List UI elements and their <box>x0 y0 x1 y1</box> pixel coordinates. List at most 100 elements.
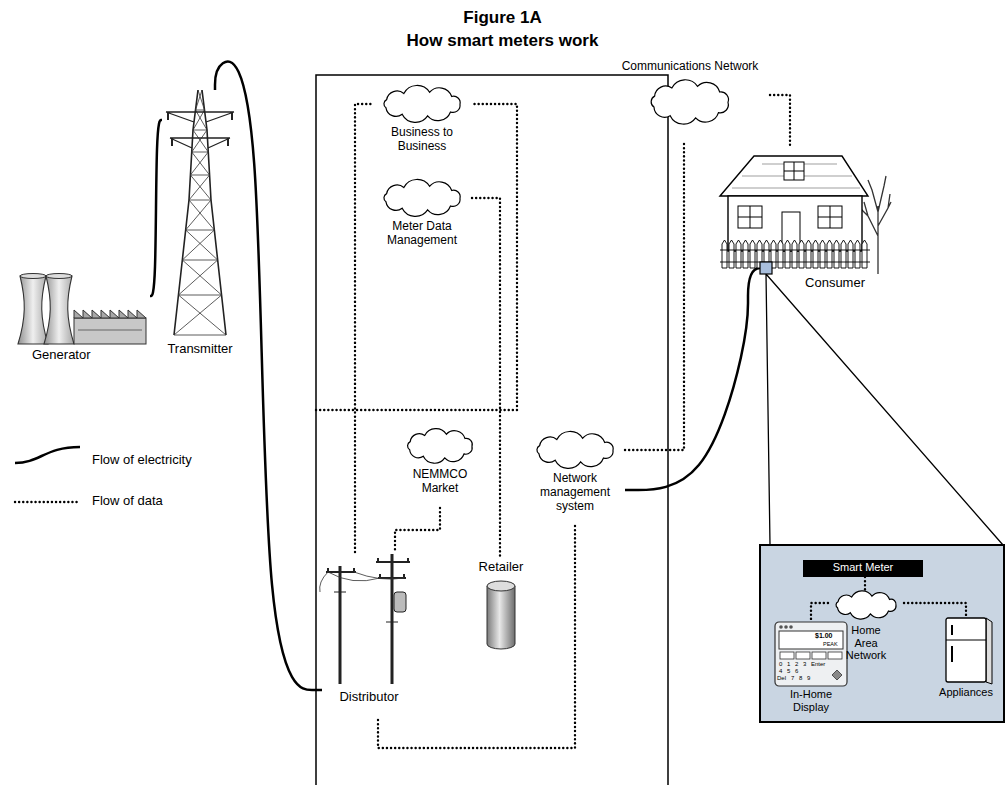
window-bars <box>784 162 804 180</box>
distributor-poles: Distributor <box>322 552 416 720</box>
display-text: Del <box>777 675 786 682</box>
illustration-group <box>384 179 460 216</box>
cloud-system: Network management system <box>525 432 625 524</box>
turbine-hall <box>74 318 146 344</box>
cloud-outline <box>836 591 896 619</box>
cloud-outline <box>651 80 728 124</box>
data-line <box>770 95 790 146</box>
cooling-tower-top <box>20 274 46 279</box>
window-strip <box>78 330 142 331</box>
display-key <box>812 652 826 659</box>
dormer-window <box>784 162 804 180</box>
figure-subtitle: How smart meters work <box>0 32 1005 51</box>
illustration-group <box>166 90 234 335</box>
sawtooth-roof <box>119 310 128 318</box>
meter-box <box>760 262 772 274</box>
fence-picket <box>806 240 811 268</box>
smart-meter-bar: Smart Meter <box>803 560 923 577</box>
data-line <box>395 508 440 552</box>
illustration-group <box>946 618 992 684</box>
fence-picket <box>813 240 818 268</box>
cloud-outline <box>537 431 613 468</box>
cooling-tower-top <box>46 274 72 279</box>
fence-picket <box>778 240 783 268</box>
illustration-group <box>775 622 847 686</box>
node-label: Retailer <box>465 560 537 575</box>
sawtooth-roof <box>83 310 92 318</box>
display-key <box>796 652 810 659</box>
display-text: 0 <box>779 661 782 668</box>
pole <box>340 554 392 684</box>
fence-picket <box>834 240 839 268</box>
node-label: Business to Business <box>382 126 462 154</box>
node-label: Home Area Network <box>841 624 891 662</box>
fence-picket <box>820 240 825 268</box>
display-text: 3 <box>803 661 806 668</box>
fence-picket <box>827 240 832 268</box>
electricity-wire <box>748 268 760 296</box>
node-illustration <box>692 146 892 296</box>
fridge-side <box>986 618 992 684</box>
display-text: Enter <box>811 661 825 668</box>
sawtooth-roof <box>137 310 146 318</box>
data-line <box>625 140 684 450</box>
sawtooth-roof <box>128 310 137 318</box>
display-led <box>779 625 783 629</box>
pole-step <box>334 592 398 622</box>
fence-picket <box>841 240 846 268</box>
node-label: NEMMCO Market <box>405 468 475 496</box>
cloud-outline <box>408 429 473 464</box>
cloud-outline <box>384 179 460 216</box>
node-label: Distributor <box>322 690 416 705</box>
cooling-tower <box>18 276 48 344</box>
retailer-database: Retailer <box>465 556 537 656</box>
cloud-outline <box>384 85 460 122</box>
tower-lattice <box>174 90 226 335</box>
data-wire <box>316 104 517 410</box>
fence-picket <box>736 240 741 268</box>
display-text: 2 <box>795 661 798 668</box>
display-key <box>828 652 842 659</box>
display-screen <box>779 631 843 649</box>
electricity-line <box>150 120 162 296</box>
node-label: Consumer <box>692 276 892 291</box>
data-line <box>904 603 966 616</box>
display-text: PEAK <box>823 641 838 647</box>
node-label: Appliances <box>930 686 1002 699</box>
display-body <box>775 622 847 686</box>
cloud-system: NEMMCO Market <box>400 428 480 508</box>
node-label: Smart Meter <box>803 561 923 574</box>
window-bars <box>738 206 762 228</box>
node-label: Transmitter <box>162 342 238 357</box>
display-text: 9 <box>807 675 810 682</box>
display-text: 4 <box>779 668 782 675</box>
data-line <box>864 577 866 590</box>
illustration-group <box>384 85 460 122</box>
illustration-group <box>487 581 515 649</box>
node-label: In-Home Display <box>781 688 841 713</box>
sawtooth-roof <box>101 310 110 318</box>
organisation-boundary <box>316 75 668 785</box>
fence-picket <box>862 240 867 268</box>
node-label: Network management system <box>536 472 614 513</box>
transformer <box>394 592 406 612</box>
illustration-group <box>320 554 410 684</box>
figure-title: Figure 1A <box>0 9 1005 28</box>
illustration-group <box>18 274 146 345</box>
illustration-group <box>651 80 728 124</box>
illustration-group <box>537 431 613 468</box>
sawtooth-roof <box>74 310 83 318</box>
fence-picket <box>855 240 860 268</box>
sawtooth-roof <box>110 310 119 318</box>
cloud-system: Business to Business <box>372 86 472 164</box>
sawtooth-roof <box>92 310 101 318</box>
fence-picket <box>722 240 727 268</box>
insulator <box>328 558 408 578</box>
legend-label: Flow of data <box>92 494 163 508</box>
fence-picket <box>792 240 797 268</box>
cloud-network: Communications Network <box>610 60 770 140</box>
window-bars <box>818 206 842 228</box>
electricity-line <box>625 296 748 490</box>
